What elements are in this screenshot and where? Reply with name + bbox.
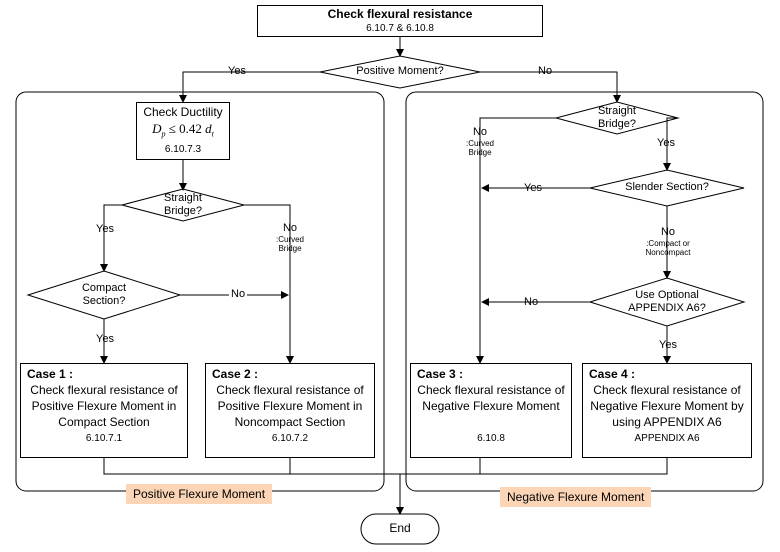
start-ref: 6.10.7 & 6.10.8 xyxy=(366,23,434,34)
ductility-title: Check Ductility xyxy=(143,105,223,119)
case4-ref: APPENDIX A6 xyxy=(634,433,700,444)
case4-line3: using APPENDIX A6 xyxy=(612,415,722,429)
case3-node: Case 3 : Check flexural resistance of Ne… xyxy=(410,363,572,458)
connector-neg-straight-yes xyxy=(663,117,678,171)
neg-no1-line1: No xyxy=(472,126,488,138)
label-neg-yes3: Yes xyxy=(659,339,677,351)
compact-line2: Section? xyxy=(82,295,126,308)
case1-line2: Positive Flexure Moment in xyxy=(31,399,177,413)
straight-pos-line1: Straight xyxy=(164,192,202,204)
eq-lhs: D xyxy=(152,121,162,136)
label-neg-no2: No :Compact or Noncompact xyxy=(637,226,699,257)
connector-no-negative xyxy=(480,71,621,103)
connector-yes-positive xyxy=(179,71,320,103)
case2-line2: Positive Flexure Moment in xyxy=(217,399,363,413)
case1-line3: Compact Section xyxy=(58,415,150,429)
pos-no1-line1: No xyxy=(282,222,298,234)
label-pos-no2: No xyxy=(229,288,248,301)
decision-appendix-a6-label: Use Optional APPENDIX A6? xyxy=(590,289,744,315)
appendix-line2: APPENDIX A6? xyxy=(628,302,706,315)
decision-slender-section xyxy=(589,169,745,207)
label-pos-yes1: Yes xyxy=(96,223,114,235)
label-neg-no1: No :Curved Bridge xyxy=(460,126,500,157)
label-neg-no3: No xyxy=(524,296,539,308)
connector-case4-out xyxy=(406,458,668,475)
label-pos-no1: No :Curved Bridge xyxy=(270,222,310,253)
group-positive-label: Positive Flexure Moment xyxy=(126,484,273,504)
label-neg-yes2: Yes xyxy=(524,182,542,194)
label-neg-yes1: Yes xyxy=(657,137,675,149)
start-title: Check flexural resistance xyxy=(327,7,473,21)
group-negative-label: Negative Flexure Moment xyxy=(500,487,652,507)
check-ductility-node: Check Ductility Dp ≤ 0.42 dt 6.10.7.3 xyxy=(136,102,230,160)
neg-no1-line3: Bridge xyxy=(468,147,492,157)
case3-line1: Check flexural resistance of xyxy=(417,383,565,397)
compact-line1: Compact xyxy=(81,282,127,294)
case4-line2: Negative Flexure Moment by xyxy=(590,399,744,413)
ductility-ref: 6.10.7.3 xyxy=(164,144,202,155)
connector-pos-straight-yes xyxy=(100,204,122,272)
eq-rhs-sub: t xyxy=(211,129,214,139)
eq-operator: ≤ 0.42 xyxy=(168,121,202,136)
neg-no1-line2: :Curved xyxy=(465,138,494,148)
case1-title: Case 1 : xyxy=(27,367,74,381)
connector-case3-out xyxy=(479,458,667,475)
decision-appendix-a6 xyxy=(588,277,746,327)
straight-pos-line2: Bridge? xyxy=(164,205,202,218)
label-no-negative: No xyxy=(538,65,553,77)
pos-no1-line3: Bridge xyxy=(278,243,302,253)
ductility-equation: Dp ≤ 0.42 dt xyxy=(137,121,229,139)
end-label: End xyxy=(389,521,411,535)
case1-line1: Check flexural resistance of xyxy=(30,383,178,397)
neg-no2-line3: Noncompact xyxy=(645,247,691,257)
case4-title: Case 4 : xyxy=(589,367,636,381)
case4-node: Case 4 : Check flexural resistance of Ne… xyxy=(582,363,752,458)
label-yes-positive: Yes xyxy=(228,65,246,77)
start-node: Check flexural resistance 6.10.7 & 6.10.… xyxy=(257,5,543,37)
connector-neg-straight-no xyxy=(476,117,556,364)
case3-ref: 6.10.8 xyxy=(477,433,505,444)
decision-positive-moment-label: Positive Moment? xyxy=(356,65,444,77)
straight-neg-line1: Straight xyxy=(598,105,636,117)
case3-title: Case 3 : xyxy=(417,367,464,381)
case1-node: Case 1 : Check flexural resistance of Po… xyxy=(20,363,188,458)
neg-no2-line1: No xyxy=(660,226,676,238)
connector-case2-out xyxy=(289,458,384,475)
pos-no1-line2: :Curved xyxy=(275,234,304,244)
decision-straight-bridge-pos-label: Straight Bridge? xyxy=(122,192,244,218)
appendix-line1: Use Optional xyxy=(635,289,699,301)
case3-line2: Negative Flexure Moment xyxy=(422,399,560,413)
eq-rhs: d xyxy=(205,121,212,136)
case4-line1: Check flexural resistance of xyxy=(593,383,741,397)
case1-ref: 6.10.7.1 xyxy=(85,433,123,444)
case2-title: Case 2 : xyxy=(212,367,259,381)
case2-line3: Noncompact Section xyxy=(234,415,346,429)
case2-line1: Check flexural resistance of xyxy=(216,383,364,397)
straight-neg-line2: Bridge? xyxy=(598,118,636,131)
decision-straight-bridge-neg-label: Straight Bridge? xyxy=(556,105,678,131)
connector-case1-out xyxy=(103,458,290,475)
end-terminator-shape xyxy=(360,513,440,545)
eq-lhs-sub: p xyxy=(161,129,166,139)
neg-no2-line2: :Compact or xyxy=(646,238,690,248)
case2-ref: 6.10.7.2 xyxy=(271,433,309,444)
label-pos-yes2: Yes xyxy=(96,333,114,345)
decision-slender-section-label: Slender Section? xyxy=(625,181,709,193)
case2-node: Case 2 : Check flexural resistance of Po… xyxy=(205,363,375,458)
connector-pos-straight-no xyxy=(244,204,294,364)
decision-compact-section-label: Compact Section? xyxy=(28,282,180,308)
